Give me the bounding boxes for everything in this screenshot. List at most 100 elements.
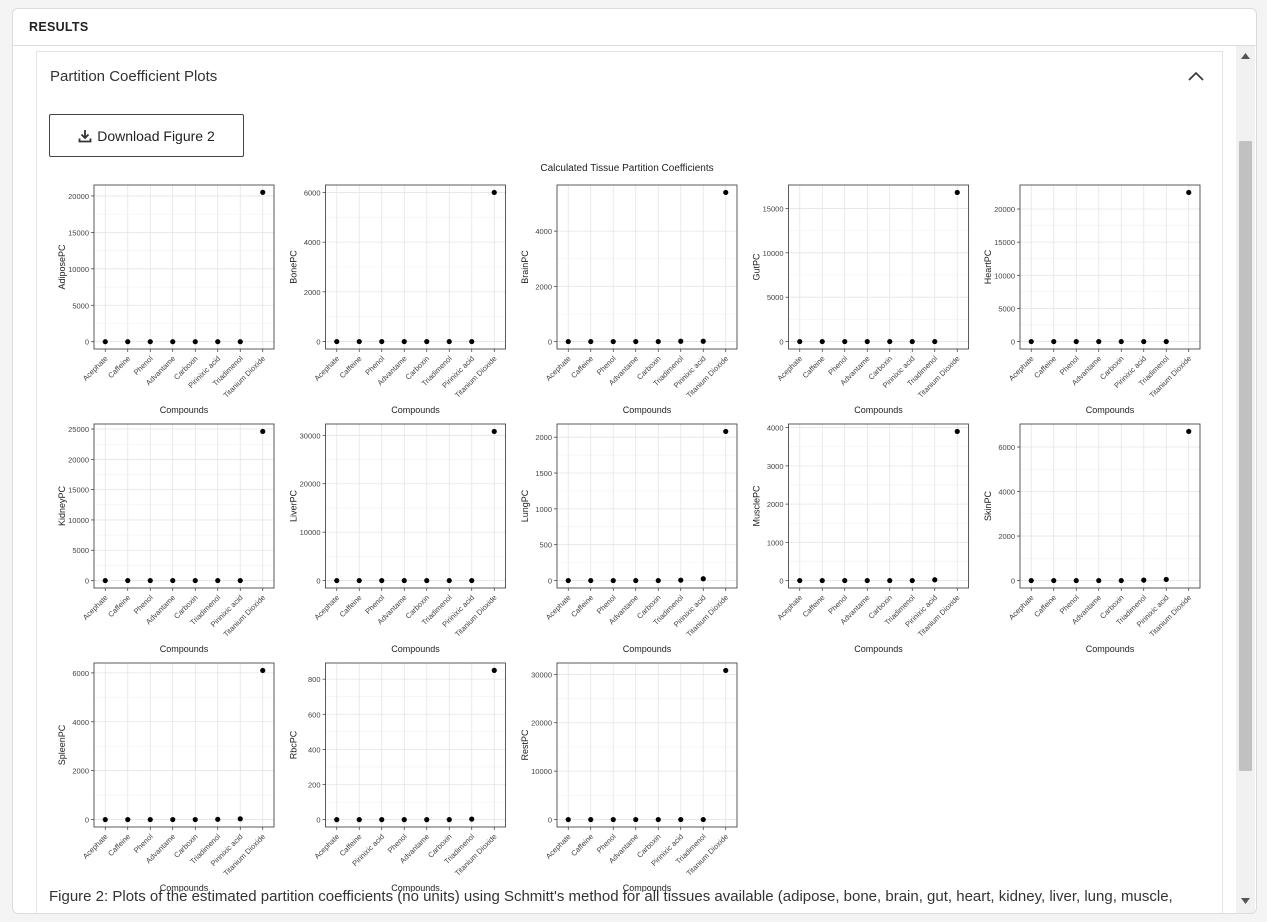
data-point bbox=[424, 577, 430, 584]
data-point bbox=[565, 577, 571, 584]
y-tick-label: 30000 bbox=[300, 431, 321, 440]
y-tick-label: 0 bbox=[779, 577, 783, 586]
y-axis-label: LungPC bbox=[520, 489, 530, 522]
plot-border bbox=[788, 184, 969, 350]
y-tick-label: 5000 bbox=[998, 304, 1015, 313]
data-point bbox=[610, 338, 616, 345]
data-point bbox=[125, 339, 131, 345]
x-tick-label: Titanium Dioxide bbox=[1148, 354, 1194, 400]
y-tick-label: 10000 bbox=[300, 528, 321, 537]
x-axis-label: Compounds bbox=[854, 405, 903, 415]
data-point bbox=[356, 577, 362, 584]
data-point bbox=[1073, 338, 1079, 345]
y-tick-label: 0 bbox=[316, 577, 320, 586]
data-point bbox=[1118, 577, 1124, 584]
x-tick-label: Caffeine bbox=[569, 354, 595, 380]
x-tick-label: Titanium Dioxide bbox=[916, 593, 962, 639]
data-point bbox=[700, 338, 706, 344]
y-tick-label: 5000 bbox=[767, 293, 784, 302]
data-point bbox=[1141, 338, 1147, 345]
x-tick-label: Caffeine bbox=[569, 832, 595, 858]
results-scroll-area[interactable]: Partition Coefficient Plots Download Fig… bbox=[13, 46, 1256, 913]
data-point bbox=[334, 817, 340, 823]
x-tick-label: Acephate bbox=[81, 354, 110, 383]
x-tick-label: Acephate bbox=[81, 832, 110, 861]
y-tick-label: 10000 bbox=[68, 265, 89, 274]
x-tick-label: Acephate bbox=[544, 832, 573, 861]
y-tick-label: 10000 bbox=[531, 767, 552, 776]
y-tick-label: 500 bbox=[539, 541, 552, 550]
x-axis-label: Compounds bbox=[160, 644, 209, 654]
y-axis-label: SpleenPC bbox=[57, 724, 67, 765]
scrollbar-thumb[interactable] bbox=[1239, 141, 1252, 771]
data-point bbox=[469, 816, 475, 822]
data-point bbox=[1028, 338, 1034, 345]
y-tick-label: 1000 bbox=[535, 505, 552, 514]
x-tick-label: Caffeine bbox=[801, 593, 827, 619]
data-point bbox=[1073, 577, 1079, 584]
x-tick-label: Titanium Dioxide bbox=[453, 593, 499, 639]
y-tick-label: 15000 bbox=[763, 204, 784, 213]
y-axis-label: KidneyPC bbox=[57, 485, 67, 526]
triangle-up-icon bbox=[1241, 53, 1250, 59]
x-tick-label: Caffeine bbox=[106, 354, 132, 380]
data-point bbox=[819, 577, 825, 584]
panel-title[interactable]: Partition Coefficient Plots bbox=[50, 68, 218, 85]
x-axis-label: Compounds bbox=[623, 405, 672, 415]
x-tick-label: Acephate bbox=[1007, 354, 1036, 383]
y-tick-label: 20000 bbox=[994, 205, 1015, 214]
y-tick-label: 2000 bbox=[304, 288, 321, 297]
data-point bbox=[678, 577, 684, 583]
x-tick-label: Acephate bbox=[544, 593, 573, 622]
scroll-down-arrow[interactable] bbox=[1236, 893, 1255, 909]
y-tick-label: 2000 bbox=[535, 282, 552, 291]
data-point bbox=[565, 816, 571, 823]
x-tick-label: Caffeine bbox=[801, 354, 827, 380]
data-point bbox=[334, 338, 340, 345]
data-point bbox=[633, 816, 639, 823]
chevron-up-icon[interactable] bbox=[1188, 70, 1204, 82]
y-tick-label: 0 bbox=[1011, 338, 1015, 347]
data-point bbox=[723, 428, 729, 435]
plot-border bbox=[1019, 423, 1201, 589]
card-header: RESULTS bbox=[13, 9, 1256, 46]
plot-border bbox=[93, 423, 275, 589]
y-tick-label: 400 bbox=[308, 745, 321, 754]
data-point bbox=[102, 339, 108, 345]
y-tick-label: 1000 bbox=[767, 538, 784, 547]
y-axis-label: RestPC bbox=[520, 729, 530, 761]
scroll-up-arrow[interactable] bbox=[1236, 48, 1255, 64]
data-point bbox=[446, 338, 452, 345]
y-tick-label: 2000 bbox=[767, 500, 784, 509]
data-point bbox=[1163, 338, 1169, 345]
data-point bbox=[1051, 338, 1057, 345]
data-point bbox=[102, 816, 108, 823]
data-point bbox=[588, 577, 594, 584]
data-point bbox=[170, 816, 176, 823]
x-tick-label: Caffeine bbox=[1032, 593, 1058, 619]
y-tick-label: 4000 bbox=[535, 227, 552, 236]
y-tick-label: 1500 bbox=[535, 469, 552, 478]
download-figure-button[interactable]: Download Figure 2 bbox=[49, 114, 244, 157]
plot-border bbox=[325, 423, 506, 589]
data-point bbox=[260, 428, 266, 435]
data-point bbox=[401, 338, 407, 345]
data-point bbox=[356, 338, 362, 345]
data-point bbox=[424, 817, 430, 823]
x-axis-label: Compounds bbox=[1086, 644, 1135, 654]
data-point bbox=[723, 189, 729, 196]
x-tick-label: Caffeine bbox=[1032, 354, 1058, 380]
data-point bbox=[700, 816, 706, 823]
y-tick-label: 6000 bbox=[304, 188, 321, 197]
data-point bbox=[655, 338, 661, 345]
x-tick-label: Titanium Dioxide bbox=[685, 593, 731, 639]
vertical-scrollbar[interactable] bbox=[1236, 46, 1255, 913]
plot-background bbox=[94, 185, 274, 349]
